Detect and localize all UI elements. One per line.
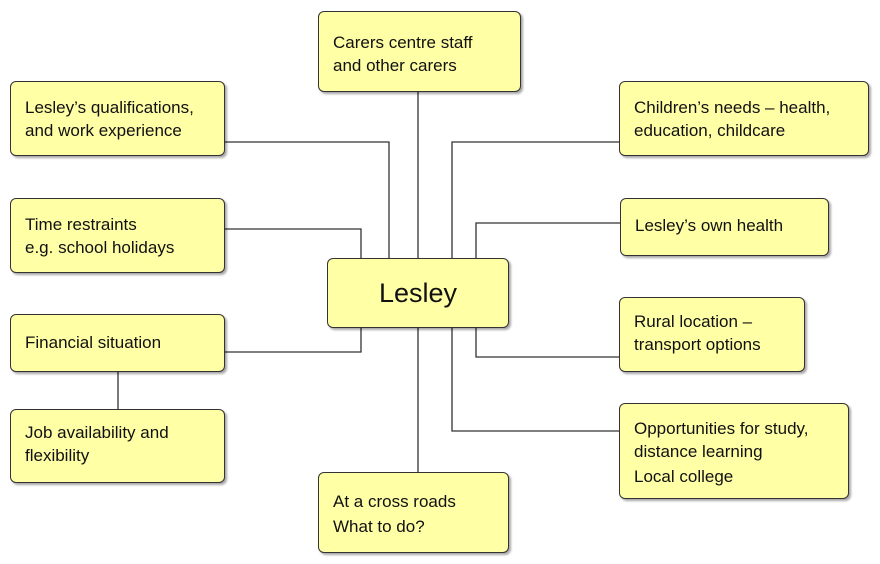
node-own-health: Lesley’s own health [620, 198, 829, 256]
node-time-line-1: Time restraints [25, 215, 137, 234]
node-time-restraints: Time restraints e.g. school holidays [10, 198, 225, 273]
node-financial-line-1: Financial situation [25, 333, 162, 352]
node-qualifications-line-2: and work experience [25, 121, 182, 140]
node-crossroads-line-1: At a cross roads [333, 492, 456, 511]
node-carers-line-1: Carers centre staff [333, 33, 473, 52]
node-carers: Carers centre staff and other carers [318, 11, 521, 92]
node-study-line-1: Opportunities for study, [634, 419, 809, 438]
node-qualifications-line-1: Lesley’s qualifications, [25, 98, 194, 117]
node-crossroads: At a cross roads What to do? [318, 472, 509, 553]
center-label: Lesley [378, 277, 458, 308]
connector-study [451, 328, 619, 432]
connector-health [475, 222, 620, 258]
node-jobs-line-1: Job availability and [25, 423, 169, 442]
node-rural-line-2: transport options [634, 335, 761, 354]
connector-time [225, 228, 362, 258]
node-study: Opportunities for study, distance learni… [619, 403, 849, 499]
connector-qualifications [225, 141, 390, 258]
node-jobs-line-2: flexibility [25, 446, 90, 465]
node-study-line-2: distance learning [634, 442, 763, 461]
node-jobs: Job availability and flexibility [10, 409, 225, 483]
node-crossroads-line-2: What to do? [333, 517, 425, 536]
node-children-line-1: Children’s needs – health, [634, 98, 831, 117]
node-health-line-1: Lesley’s own health [635, 216, 784, 235]
node-carers-line-2: and other carers [333, 56, 457, 75]
node-rural: Rural location – transport options [619, 297, 805, 372]
center-node-lesley: Lesley [327, 258, 509, 328]
connector-children [451, 141, 619, 258]
connector-rural [475, 328, 619, 358]
node-qualifications: Lesley’s qualifications, and work experi… [10, 81, 225, 156]
node-children-line-2: education, childcare [634, 121, 786, 140]
node-financial: Financial situation [10, 314, 225, 372]
connector-financial [225, 328, 362, 353]
node-rural-line-1: Rural location – [634, 312, 753, 331]
node-children: Children’s needs – health, education, ch… [619, 81, 869, 156]
node-study-line-3: Local college [634, 467, 734, 486]
node-time-line-2: e.g. school holidays [25, 238, 175, 257]
